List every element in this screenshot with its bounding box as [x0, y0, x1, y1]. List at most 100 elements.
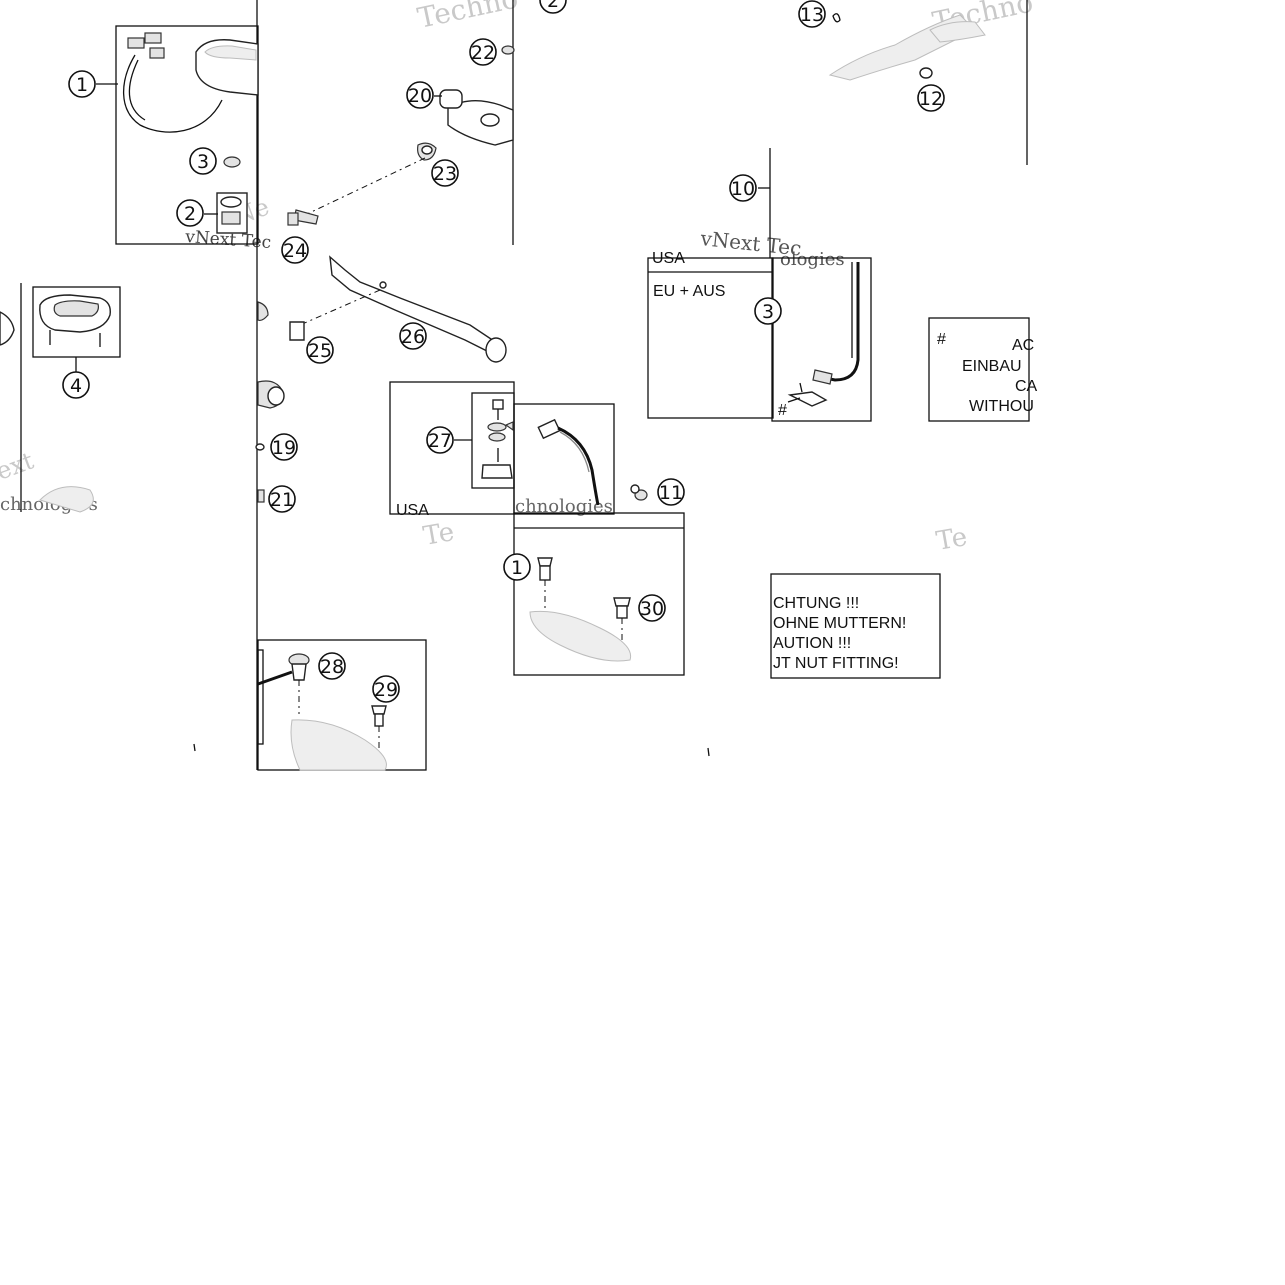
- left-edge-part-icon: [0, 311, 94, 513]
- callout-number: 24: [283, 240, 307, 262]
- callout-number: 22: [471, 42, 495, 64]
- callout-15: 25: [306, 336, 334, 364]
- callout-17: 27: [426, 426, 454, 454]
- callout-circle: [176, 199, 204, 227]
- watermark-5: ologies: [780, 249, 845, 270]
- callout-circle: [270, 433, 298, 461]
- tile-frames: [20, 0, 1030, 771]
- speedometer-part-icon: [122, 32, 259, 133]
- caution-line-2: OHNE MUTTERN!: [773, 615, 906, 632]
- part-drawings: [0, 13, 986, 771]
- callout-3: 3: [189, 147, 217, 175]
- callout-circle: [406, 81, 434, 109]
- callout-number: 26: [401, 326, 425, 348]
- callout-number: 21: [270, 489, 294, 511]
- callout-1: 1: [68, 70, 96, 98]
- watermark-9: Te: [421, 517, 456, 552]
- callout-number: 3: [197, 151, 209, 173]
- callout-circle: [68, 70, 96, 98]
- callout-20: 30: [638, 594, 666, 622]
- cable-part-icon: [537, 418, 648, 506]
- callout-circle: [62, 371, 90, 399]
- callout-13: 23: [431, 159, 459, 187]
- callout-8: 13: [798, 0, 826, 28]
- plate-part-icon: [257, 653, 387, 771]
- watermark-layer: Techno Techno vNe vNext Tec ologies ext …: [0, 0, 1036, 557]
- note-box-line-4: WITHOU: [969, 398, 1034, 415]
- callout-number: 28: [320, 656, 344, 678]
- watermark-6: ext: [0, 446, 38, 485]
- callout-16: 26: [399, 322, 427, 350]
- watermark-1: Techno: [415, 0, 521, 35]
- callout-number: 12: [919, 88, 943, 110]
- callout-22: 1: [503, 553, 531, 581]
- callout-number: 10: [731, 178, 755, 200]
- callout-5: 10: [729, 174, 757, 202]
- callout-number: 27: [428, 430, 452, 452]
- watermark-8: chnologies: [515, 496, 613, 517]
- callout-number: 19: [272, 437, 296, 459]
- callout-number: 20: [408, 85, 432, 107]
- region-label-eu-aus: EU + AUS: [653, 283, 725, 300]
- caution-box: CHTUNG !!! OHNE MUTTERN! AUTION !!! JT N…: [773, 595, 906, 672]
- callout-circle: [426, 426, 454, 454]
- callout-number: 2: [547, 0, 559, 12]
- callout-number: 13: [800, 4, 824, 26]
- lower-bracket-part-icon: [529, 557, 632, 662]
- callout-12: 22: [469, 38, 497, 66]
- callout-circle: [469, 38, 497, 66]
- note-box: # AC EINBAU CA WITHOU: [937, 331, 1038, 415]
- leader-lines: [75, 83, 801, 441]
- top-bracket-part-icon: [828, 13, 986, 81]
- callout-14: 24: [281, 236, 309, 264]
- callout-circle: [503, 553, 531, 581]
- callout-circle: [754, 297, 782, 325]
- region-label-usa-bottom: USA: [396, 502, 429, 519]
- callout-number: 3: [762, 301, 774, 323]
- grommet-part-icon: [216, 156, 248, 234]
- mount-part-icon: [255, 380, 285, 503]
- callout-21: 3: [754, 297, 782, 325]
- callout-number: 4: [70, 375, 82, 397]
- callout-11: 21: [268, 485, 296, 513]
- callout-circle: [917, 84, 945, 112]
- callout-2: 2: [176, 199, 204, 227]
- callout-circle: [539, 0, 567, 14]
- callout-18: 28: [318, 652, 346, 680]
- note-box-line-1: AC: [1012, 337, 1034, 354]
- callout-number: 1: [511, 557, 523, 579]
- sensor-part-icon: [481, 399, 514, 479]
- callout-circle: [431, 159, 459, 187]
- caution-line-1: CHTUNG !!!: [773, 595, 859, 612]
- callout-circle: [268, 485, 296, 513]
- callout-number: 1: [76, 74, 88, 96]
- callout-circle: [189, 147, 217, 175]
- arm-part-icon: [257, 255, 507, 363]
- callout-circle: [729, 174, 757, 202]
- watermark-10: Te: [934, 522, 969, 557]
- callout-6: 11: [657, 478, 685, 506]
- callout-circle: [281, 236, 309, 264]
- callout-circle: [372, 675, 400, 703]
- caution-line-3: AUTION !!!: [773, 635, 851, 652]
- callout-23: 2: [539, 0, 567, 14]
- callout-4: 4: [62, 371, 90, 399]
- hash-mark-1: #: [778, 402, 787, 419]
- note-box-line-3: CA: [1015, 378, 1038, 395]
- speed-cable-part-icon: [787, 262, 860, 407]
- callout-number: 23: [433, 163, 457, 185]
- callout-circle: [318, 652, 346, 680]
- callout-number: 11: [659, 482, 683, 504]
- callout-circle: [657, 478, 685, 506]
- callout-circle: [638, 594, 666, 622]
- callout-number: 25: [308, 340, 332, 362]
- cover-part-icon: [39, 294, 111, 347]
- caution-line-4: JT NUT FITTING!: [773, 655, 899, 672]
- note-box-hash: #: [937, 331, 946, 348]
- callout-19: 29: [372, 675, 400, 703]
- callout-9: 19: [270, 433, 298, 461]
- callout-number: 30: [640, 598, 664, 620]
- callout-number: 2: [184, 203, 196, 225]
- callout-circle: [798, 0, 826, 28]
